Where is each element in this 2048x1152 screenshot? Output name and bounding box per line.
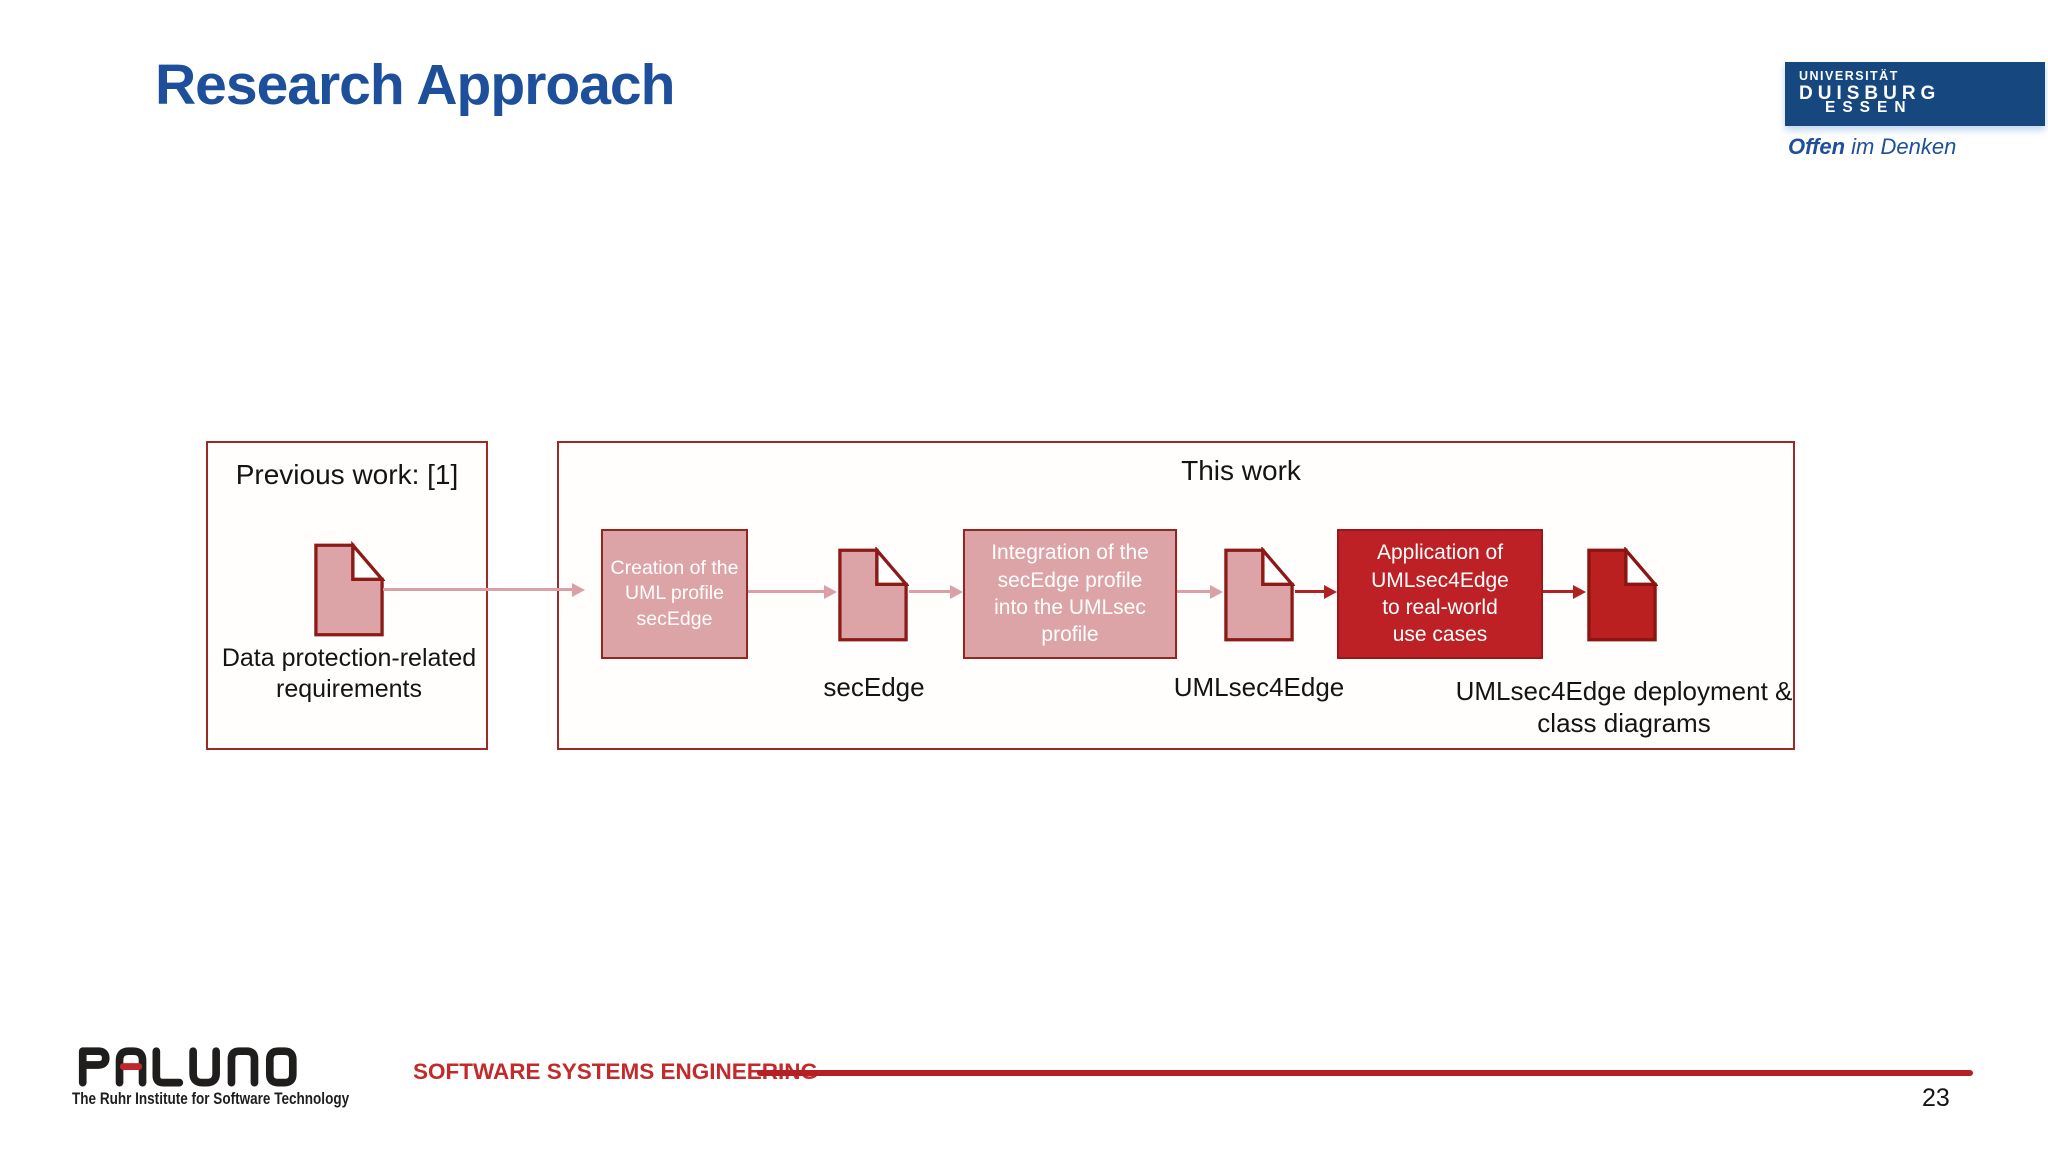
flow-arrow-umlsec4edge-to-application xyxy=(1295,584,1337,599)
university-logo: UNIVERSITÄT DUISBURG ESSEN xyxy=(1785,62,2045,126)
document-icon xyxy=(1224,547,1295,642)
umlsec4edge-label: UMLsec4Edge xyxy=(1173,672,1345,702)
previous-work-title: Previous work: [1] xyxy=(235,459,459,490)
previous-work-panel: Previous work: [1] Data protection-relat… xyxy=(206,441,488,750)
page-title: Research Approach xyxy=(155,53,675,117)
this-work-panel: This work Creation of the UML profile se… xyxy=(557,441,1795,750)
university-logo-line3: ESSEN xyxy=(1825,98,1913,116)
footer-caption: SOFTWARE SYSTEMS ENGINEERING xyxy=(413,1059,819,1084)
university-motto-bold: Offen xyxy=(1788,134,1846,159)
document-icon-requirements xyxy=(313,541,385,639)
paluno-institute-tagline: The Ruhr Institute for Software Technolo… xyxy=(72,1090,350,1108)
flow-arrow-creation-to-secedge xyxy=(748,584,837,599)
document-icon xyxy=(838,547,909,642)
document-icon-secedge xyxy=(837,547,909,643)
footer-divider-line xyxy=(757,1070,1973,1076)
secedge-label: secEdge xyxy=(823,672,925,702)
university-logo-line2: DUISBURG xyxy=(1799,83,1941,104)
document-icon-deployment-diagrams xyxy=(1586,547,1658,643)
flow-arrow-integration-to-umlsec4edge xyxy=(1177,584,1223,599)
university-motto: Offen im Denken xyxy=(1788,134,1956,160)
document-icon-umlsec4edge xyxy=(1223,547,1295,643)
this-work-title: This work xyxy=(1181,455,1301,486)
flow-arrow-secedge-to-integration xyxy=(909,584,963,599)
flow-arrow-application-to-deployment xyxy=(1543,584,1586,599)
university-motto-rest: im Denken xyxy=(1845,134,1957,159)
university-logo-line1: UNIVERSITÄT xyxy=(1799,69,1899,83)
deployment-diagrams-label: UMLsec4Edge deployment & class diagrams xyxy=(1455,676,1793,739)
process-box-integration: Integration of the secEdge profile into … xyxy=(963,529,1177,659)
paluno-logo-glyphs xyxy=(78,1047,297,1087)
requirements-label: Data protection-related requirements xyxy=(221,644,477,703)
process-box-application: Application of UMLsec4Edge to real-world… xyxy=(1337,529,1543,659)
document-icon xyxy=(1587,547,1658,642)
paluno-logo: PALUNO xyxy=(72,1042,302,1088)
page-number: 23 xyxy=(1922,1084,1950,1112)
flow-arrow-requirements-to-creation xyxy=(383,582,585,597)
document-icon xyxy=(314,541,385,637)
process-box-creation: Creation of the UML profile secEdge xyxy=(601,529,748,659)
